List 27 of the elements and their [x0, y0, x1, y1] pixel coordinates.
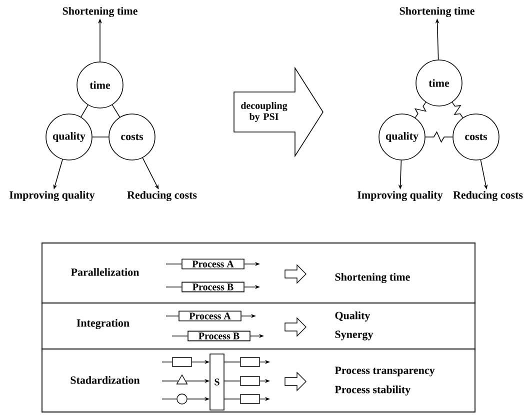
step-box: [240, 357, 260, 367]
step-box: [172, 357, 192, 367]
connector: [452, 102, 464, 118]
process-box: Process B: [188, 330, 250, 342]
goal-label: Improving quality: [10, 190, 95, 202]
connector: [162, 380, 178, 382]
connector: [224, 380, 240, 382]
connector: [92, 136, 109, 138]
goal-label: Reducing costs: [453, 190, 523, 202]
standard-bar: S: [210, 354, 224, 410]
step-box: [240, 376, 260, 386]
connector: [224, 398, 240, 400]
goal-label: Shortening time: [400, 6, 474, 18]
step-circle: [176, 394, 188, 404]
connector: [112, 104, 120, 118]
connector: [80, 104, 88, 118]
process-box: Process B: [182, 282, 244, 292]
process-box: Process A: [178, 310, 242, 322]
connector: [414, 102, 426, 118]
connector: [425, 131, 453, 143]
step-box: [240, 394, 260, 404]
connector: [162, 398, 177, 400]
process-box: Process A: [182, 258, 244, 270]
connector: [166, 286, 182, 288]
goal-label: Reducing costs: [127, 190, 197, 202]
goal-label: Improving quality: [358, 190, 443, 202]
goal-label: Shortening time: [62, 6, 138, 18]
